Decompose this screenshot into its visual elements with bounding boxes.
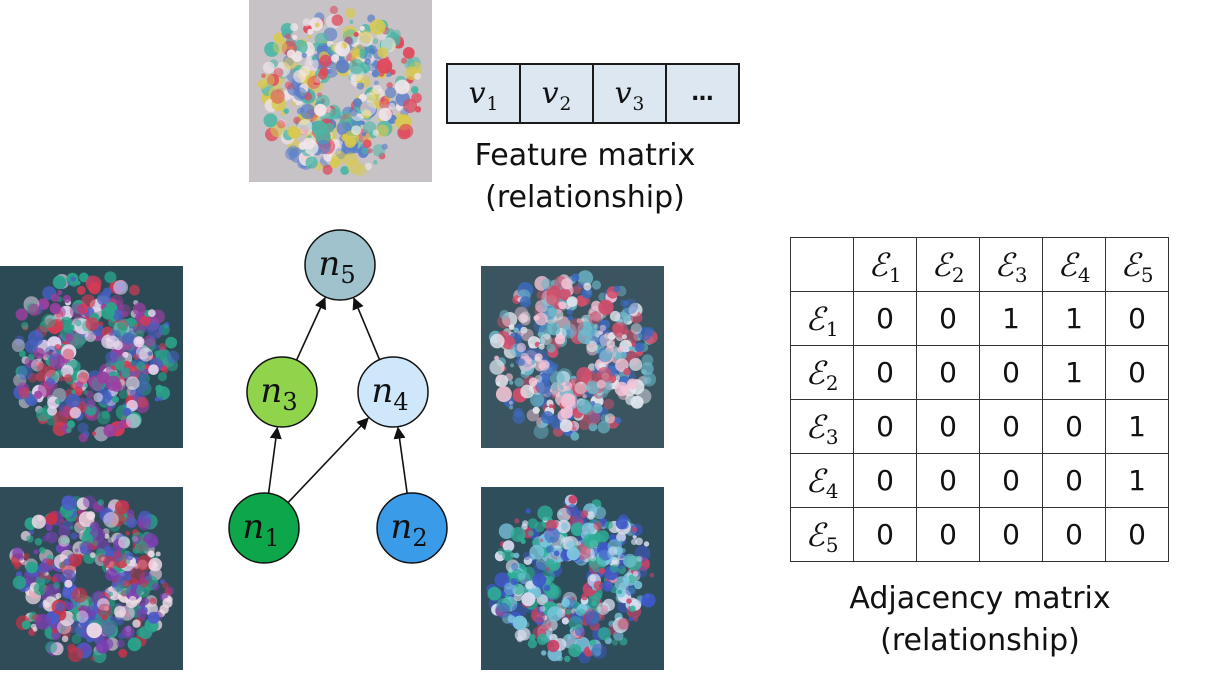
adjacency-cell: 1 bbox=[1042, 345, 1106, 400]
virus-image-right-lower bbox=[481, 487, 664, 670]
virus-image-right-upper bbox=[481, 266, 664, 448]
adjacency-col-header: ℰ3 bbox=[979, 237, 1043, 292]
adjacency-cell: 0 bbox=[853, 345, 917, 400]
adjacency-row: ℰ3 0 0 0 0 1 bbox=[790, 399, 1169, 454]
adjacency-cell: 0 bbox=[1105, 291, 1169, 346]
feature-matrix: v1 v2 v3 … bbox=[446, 63, 740, 124]
feature-matrix-caption: Feature matrix (relationship) bbox=[440, 135, 730, 219]
node-label: n4 bbox=[371, 371, 408, 416]
edge-n4-n5 bbox=[352, 297, 381, 361]
node-label: n3 bbox=[260, 371, 297, 416]
adjacency-header-row: ℰ1 ℰ2 ℰ3 ℰ4 ℰ5 bbox=[790, 237, 1169, 292]
adjacency-cell: 0 bbox=[916, 291, 980, 346]
adjacency-cell: 0 bbox=[853, 453, 917, 508]
node-n4: n4 bbox=[357, 356, 429, 428]
node-circle bbox=[357, 356, 429, 428]
node-circle bbox=[246, 356, 318, 428]
adjacency-row-header: ℰ4 bbox=[790, 453, 854, 508]
caption-line: (relationship) bbox=[880, 623, 1080, 658]
node-n1: n1 bbox=[228, 492, 300, 564]
node-n5: n5 bbox=[304, 229, 376, 301]
adjacency-cell: 0 bbox=[916, 507, 980, 562]
node-n2: n2 bbox=[376, 492, 448, 564]
adjacency-cell: 0 bbox=[979, 453, 1043, 508]
adjacency-col-header: ℰ1 bbox=[853, 237, 917, 292]
caption-line: (relationship) bbox=[485, 180, 685, 215]
adjacency-row: ℰ2 0 0 0 1 0 bbox=[790, 345, 1169, 400]
adjacency-col-header: ℰ4 bbox=[1042, 237, 1106, 292]
edge-n2-n4 bbox=[393, 426, 408, 494]
adjacency-row: ℰ4 0 0 0 0 1 bbox=[790, 453, 1169, 508]
adjacency-row: ℰ1 0 0 1 1 0 bbox=[790, 291, 1169, 346]
adjacency-cell: 1 bbox=[1105, 453, 1169, 508]
adjacency-matrix-caption: Adjacency matrix (relationship) bbox=[820, 578, 1140, 662]
edge-n1-n4 bbox=[287, 417, 369, 504]
adjacency-cell: 0 bbox=[853, 399, 917, 454]
virus-image-left-upper bbox=[0, 266, 183, 448]
adjacency-cell: 0 bbox=[1105, 345, 1169, 400]
adjacency-cell: 0 bbox=[979, 399, 1043, 454]
adjacency-col-header: ℰ5 bbox=[1105, 237, 1169, 292]
virus-image-left-lower bbox=[0, 487, 183, 670]
adjacency-cell: 1 bbox=[979, 291, 1043, 346]
adjacency-row-header: ℰ3 bbox=[790, 399, 854, 454]
adjacency-row-header: ℰ2 bbox=[790, 345, 854, 400]
node-circle bbox=[376, 492, 448, 564]
node-circle bbox=[228, 492, 300, 564]
virus-image-top bbox=[249, 0, 432, 182]
adjacency-row: ℰ5 0 0 0 0 0 bbox=[790, 507, 1169, 562]
adjacency-col-header: ℰ2 bbox=[916, 237, 980, 292]
caption-line: Feature matrix bbox=[474, 138, 696, 173]
adjacency-matrix: ℰ1 ℰ2 ℰ3 ℰ4 ℰ5 ℰ1 0 0 1 1 0 ℰ2 0 0 0 1 0… bbox=[790, 237, 1169, 562]
node-label: n5 bbox=[318, 244, 355, 289]
feature-cell: v1 bbox=[446, 63, 521, 124]
node-n3: n3 bbox=[246, 356, 318, 428]
node-circle bbox=[304, 229, 376, 301]
edge-n3-n5 bbox=[295, 296, 326, 361]
adjacency-cell: 0 bbox=[853, 507, 917, 562]
feature-cell-ellipsis: … bbox=[665, 63, 740, 124]
adjacency-row-header: ℰ1 bbox=[790, 291, 854, 346]
adjacency-cell: 0 bbox=[853, 291, 917, 346]
adjacency-cell: 0 bbox=[1042, 507, 1106, 562]
adjacency-cell: 0 bbox=[916, 399, 980, 454]
adjacency-cell: 0 bbox=[979, 507, 1043, 562]
adjacency-cell: 1 bbox=[1042, 291, 1106, 346]
node-label: n1 bbox=[242, 507, 279, 552]
edge-n1-n3 bbox=[267, 426, 282, 494]
adjacency-row-header: ℰ5 bbox=[790, 507, 854, 562]
node-label: n2 bbox=[390, 507, 427, 552]
adjacency-cell: 0 bbox=[979, 345, 1043, 400]
adjacency-cell: 0 bbox=[1042, 399, 1106, 454]
adjacency-cell: 0 bbox=[916, 453, 980, 508]
adjacency-corner-cell bbox=[790, 237, 854, 292]
caption-line: Adjacency matrix bbox=[849, 581, 1111, 616]
adjacency-cell: 0 bbox=[1042, 453, 1106, 508]
feature-cell: v3 bbox=[592, 63, 667, 124]
adjacency-cell: 1 bbox=[1105, 399, 1169, 454]
adjacency-cell: 0 bbox=[1105, 507, 1169, 562]
adjacency-cell: 0 bbox=[916, 345, 980, 400]
feature-cell: v2 bbox=[519, 63, 594, 124]
